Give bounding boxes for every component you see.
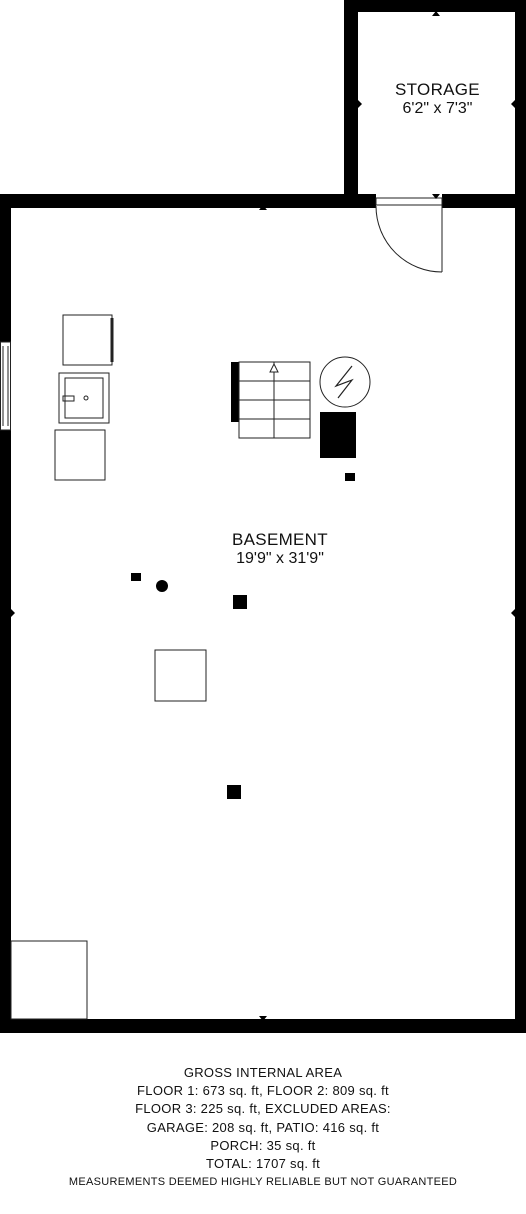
- support-columns: [131, 573, 247, 799]
- basement-wall-left-lower: [0, 430, 11, 1033]
- basement-name: BASEMENT: [232, 530, 328, 549]
- storage-label: STORAGE 6'2" x 7'3": [360, 80, 515, 119]
- area-notes: GROSS INTERNAL AREA FLOOR 1: 673 sq. ft,…: [0, 1064, 526, 1191]
- laundry-fixtures: [54, 314, 114, 481]
- area-disclaimer: MEASUREMENTS DEEMED HIGHLY RELIABLE BUT …: [68, 1176, 458, 1189]
- storage-wall-top: [344, 0, 526, 12]
- basement-wall-left-upper: [0, 194, 11, 342]
- column-2: [233, 595, 247, 609]
- floor-plan: [0, 0, 526, 1033]
- column-3: [227, 785, 241, 799]
- staircase: [231, 361, 311, 439]
- dimension-markers: [11, 11, 515, 1021]
- storage-wall-left: [344, 0, 358, 208]
- area-line-5: TOTAL: 1707 sq. ft: [205, 1156, 321, 1172]
- dryer: [54, 429, 106, 481]
- storage-name: STORAGE: [395, 80, 480, 99]
- storage-dimensions: 6'2" x 7'3": [402, 100, 473, 118]
- basement-dimensions: 19'9" x 31'9": [236, 550, 324, 568]
- walls: [0, 0, 526, 1033]
- basement-wall-right: [515, 194, 526, 1033]
- storage-door: [375, 197, 443, 273]
- corner-fixture: [10, 940, 88, 1020]
- basement-wall-bottom: [0, 1019, 526, 1033]
- area-heading: GROSS INTERNAL AREA: [183, 1065, 343, 1080]
- area-line-3: GARAGE: 208 sq. ft, PATIO: 416 sq. ft: [146, 1119, 380, 1135]
- utility-sink: [58, 372, 110, 424]
- basement-wall-top-left: [0, 194, 376, 208]
- basement-wall-top-right: [442, 194, 526, 208]
- water-heater: [320, 412, 356, 458]
- floor-drain: [156, 580, 168, 592]
- area-line-1: FLOOR 1: 673 sq. ft, FLOOR 2: 809 sq. ft: [137, 1083, 389, 1099]
- column-1: [131, 573, 141, 581]
- stair-up-arrow-icon: [269, 362, 279, 373]
- basement-label: BASEMENT 19'9" x 31'9": [190, 530, 370, 569]
- floor-drain-small: [345, 473, 355, 481]
- furnace: [154, 649, 207, 702]
- storage-wall-right: [515, 0, 526, 208]
- area-line-2: FLOOR 3: 225 sq. ft, EXCLUDED AREAS:: [135, 1101, 391, 1117]
- area-line-4: PORCH: 35 sq. ft: [210, 1137, 316, 1153]
- window-left: [0, 341, 11, 431]
- electrical-panel-icon: [319, 356, 371, 408]
- washer: [62, 314, 113, 366]
